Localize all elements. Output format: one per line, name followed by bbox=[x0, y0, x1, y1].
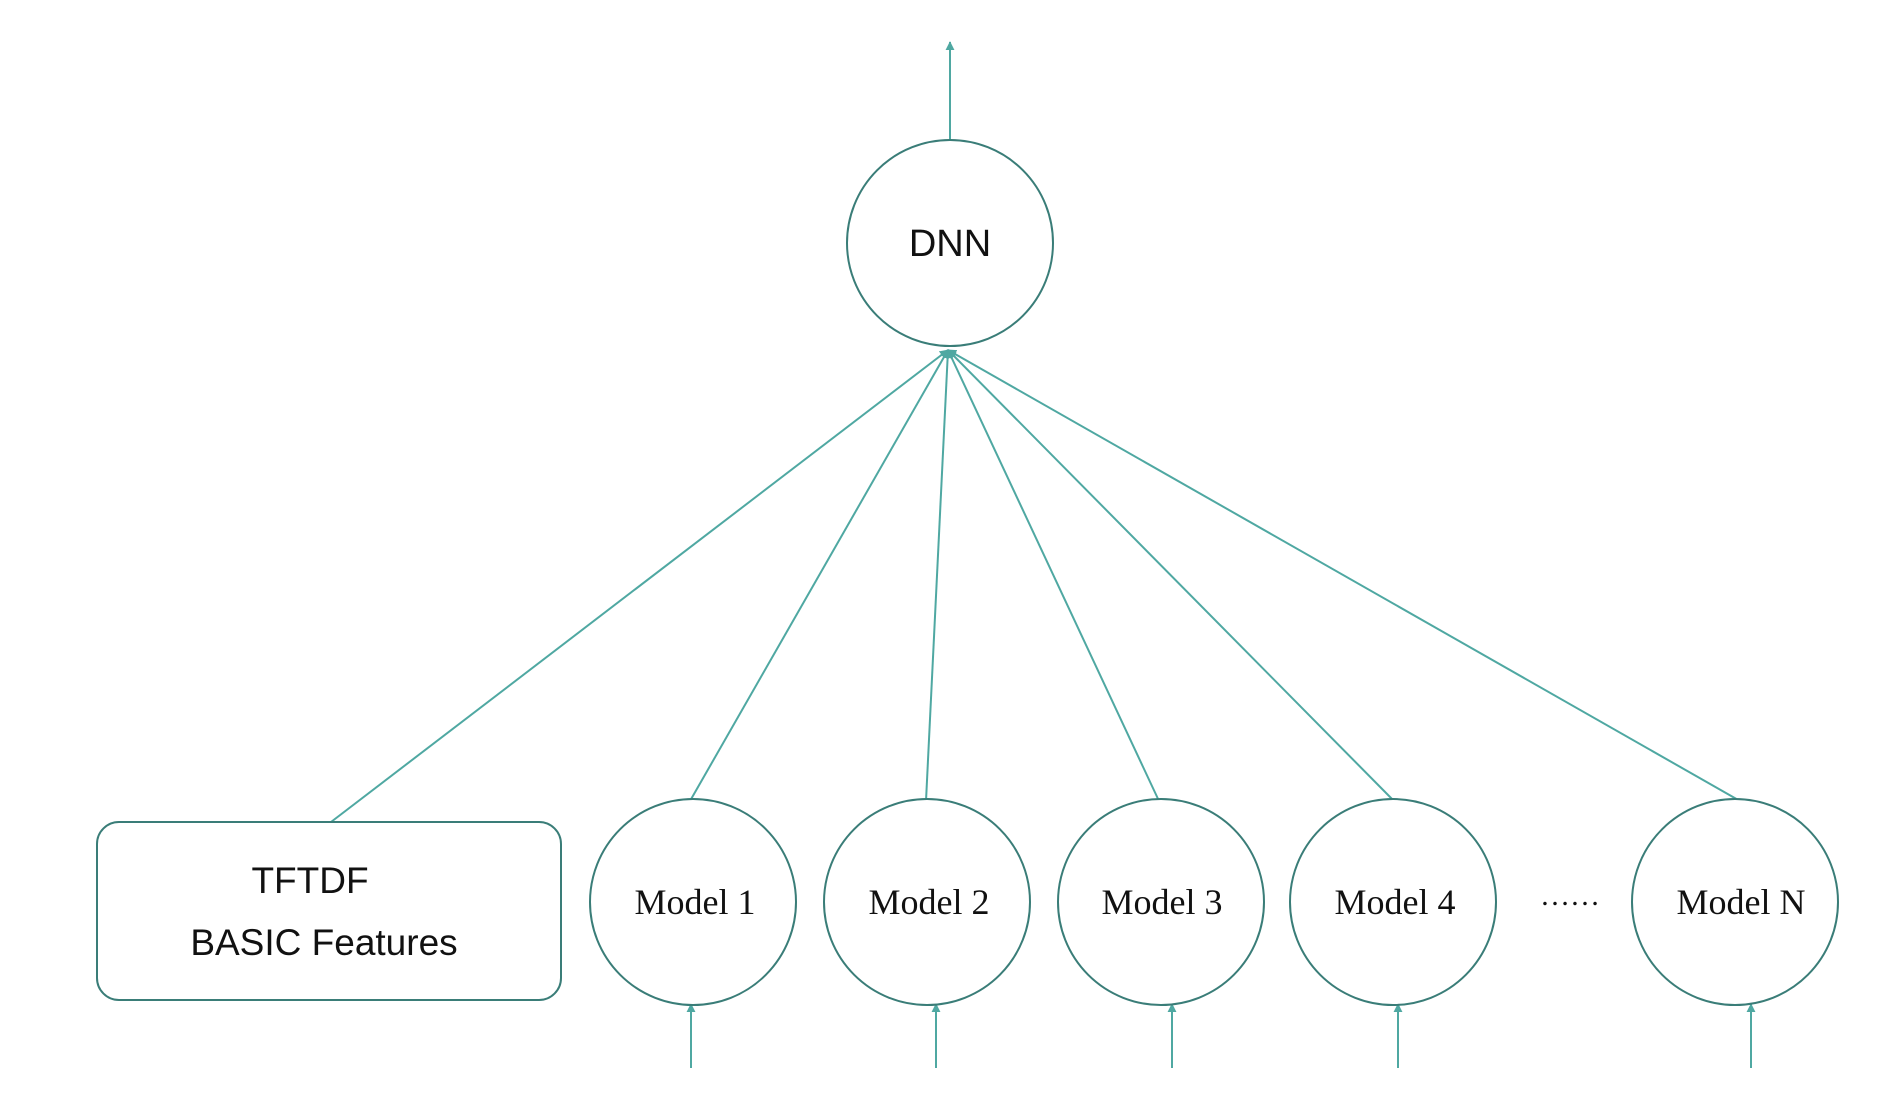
model-node-2: Model 2 bbox=[823, 798, 1031, 1006]
model-2-label: Model 2 bbox=[869, 882, 990, 922]
dnn-node: DNN bbox=[846, 139, 1054, 347]
edge-model-4-to-dnn bbox=[947, 349, 1395, 802]
model-3-label: Model 3 bbox=[1102, 882, 1223, 922]
edge-model-1-to-dnn bbox=[689, 349, 949, 802]
model-node-n: Model N bbox=[1631, 798, 1839, 1006]
dnn-label: DNN bbox=[909, 223, 991, 265]
model-1-label: Model 1 bbox=[635, 882, 756, 922]
features-line-1: TFTDF bbox=[251, 860, 368, 901]
model-node-4: Model 4 bbox=[1289, 798, 1497, 1006]
edge-model-2-to-dnn bbox=[925, 349, 953, 802]
model-4-label: Model 4 bbox=[1335, 882, 1456, 922]
features-line-2: BASIC Features bbox=[190, 922, 457, 963]
model-node-1: Model 1 bbox=[589, 798, 797, 1006]
model-node-3: Model 3 bbox=[1057, 798, 1265, 1006]
edge-features-to-dnn bbox=[330, 349, 949, 823]
features-node: TFTDF BASIC Features bbox=[96, 821, 562, 1001]
edge-model-n-to-dnn bbox=[947, 349, 1741, 802]
edge-model-3-to-dnn bbox=[947, 349, 1160, 802]
models-ellipsis: …… bbox=[1540, 879, 1600, 912]
model-n-label: Model N bbox=[1677, 882, 1806, 922]
edges-to-dnn bbox=[330, 41, 1756, 1068]
